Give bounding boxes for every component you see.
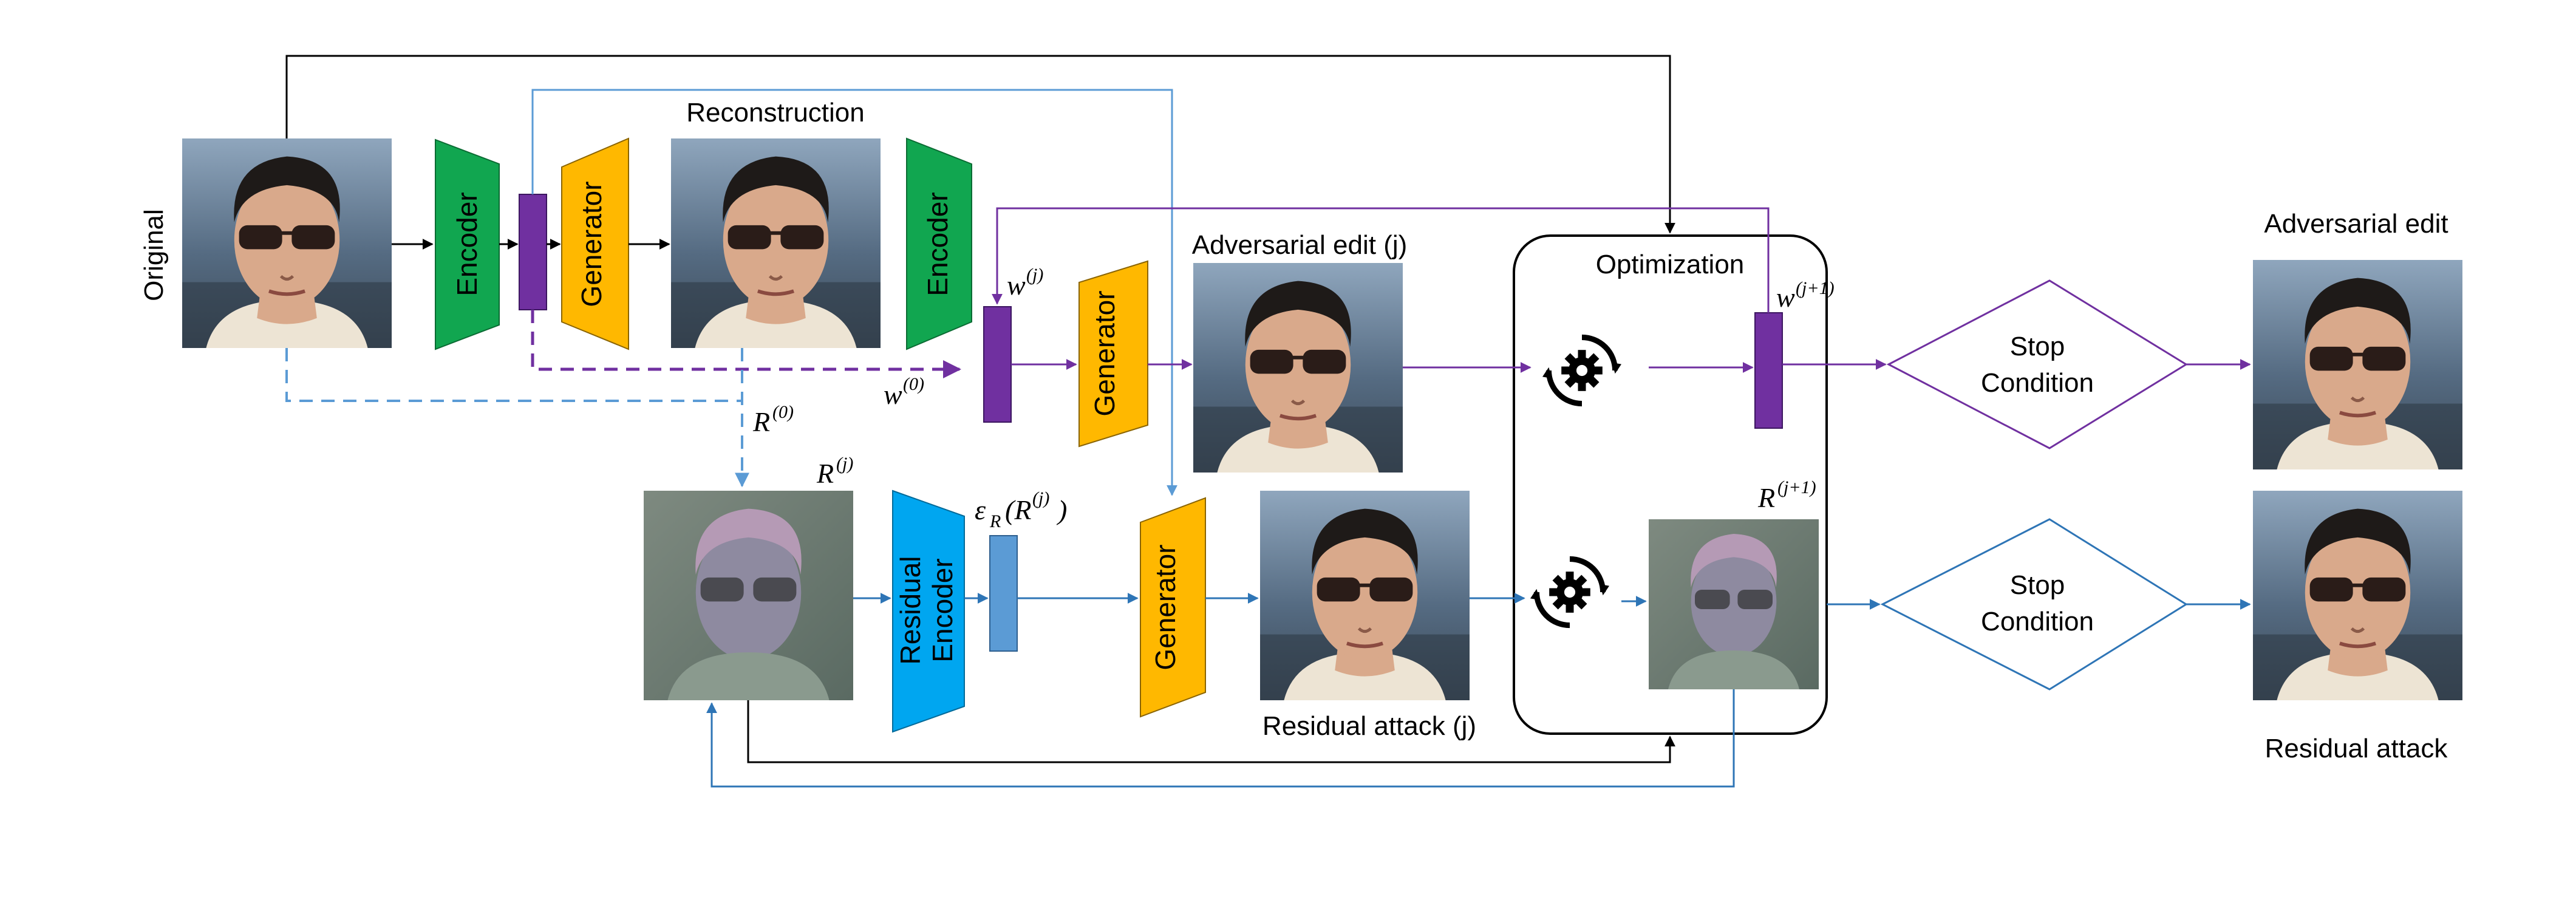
label-residual-attack: Residual attack [2265, 734, 2448, 763]
residual-attack-j-photo [1260, 491, 1470, 700]
wj-base: w [1007, 270, 1026, 301]
label-optimization: Optimization [1596, 250, 1745, 279]
generator-3-label: Generator [1150, 544, 1181, 670]
latent-vector-1 [519, 194, 547, 310]
stop-condition-bottom [1880, 518, 2188, 691]
r0-base: R [752, 406, 770, 437]
er-base: ε [975, 494, 986, 525]
residual-attack-photo [2253, 491, 2462, 700]
r0-sup: (0) [772, 402, 794, 422]
er-arg: (R [1005, 494, 1031, 525]
encoder-1-label: Encoder [451, 192, 483, 296]
wj1-base: w [1776, 282, 1795, 313]
adversarial-edit-photo [2253, 260, 2462, 469]
er-arg-sup: (j) [1032, 488, 1049, 508]
wj-sup: (j) [1026, 265, 1043, 285]
arrow-r0-dashed [285, 348, 742, 402]
latent-vector-wj1 [1754, 312, 1783, 429]
wj1-sup: (j+1) [1796, 278, 1835, 298]
stop-bottom-line2: Condition [1981, 607, 2094, 636]
label-original: Original [139, 209, 169, 301]
stop-top-line1: Stop [2010, 332, 2065, 361]
residual-latent-vector [989, 535, 1018, 652]
adversarial-edit-j-photo [1193, 263, 1403, 473]
optimizer-gear-icon-bottom [1530, 559, 1609, 625]
encoder-2-label: Encoder [922, 192, 953, 296]
optimizer-gear-icon-top [1542, 337, 1621, 403]
residual-j-photo [644, 491, 853, 700]
generator-2-label: Generator [1089, 290, 1120, 416]
arrow-original-to-optimization [285, 55, 1675, 234]
stop-condition-top [1886, 279, 2188, 449]
w0-base: w [884, 379, 902, 410]
connectors [285, 55, 2251, 788]
generator-block-1 [561, 137, 629, 350]
rj1-base: R [1757, 482, 1775, 513]
arrow-rj1-feedback [706, 689, 1735, 788]
residual-encoder-label-2: Encoder [927, 558, 958, 662]
residual-encoder-label-1: Residual [894, 556, 926, 665]
arrow-wj1-feedback [992, 207, 1770, 313]
arrow-residual-to-optimization [747, 700, 1675, 763]
stop-top-line2: Condition [1981, 368, 2094, 398]
label-reconstruction: Reconstruction [686, 98, 864, 128]
stop-bottom-line1: Stop [2010, 570, 2065, 600]
residual-encoder-block [892, 490, 965, 733]
generator-1-label: Generator [576, 181, 607, 307]
label-adversarial-edit-j: Adversarial edit (j) [1192, 230, 1408, 260]
latent-vector-wj [983, 306, 1012, 423]
encoder-block-1 [435, 138, 500, 350]
label-adversarial-edit: Adversarial edit [2264, 209, 2448, 239]
reconstruction-photo [671, 138, 881, 348]
er-label: ε R (R (j) ) [975, 488, 1067, 531]
optimization-box [1513, 234, 1828, 735]
rj-base: R [816, 458, 834, 489]
rj1-sup: (j+1) [1777, 477, 1816, 497]
residual-j1-photo [1649, 519, 1819, 689]
encoder-block-2 [906, 137, 972, 350]
label-residual-attack-j: Residual attack (j) [1262, 711, 1476, 741]
original-photo [182, 138, 392, 348]
arrow-latent1-to-generator3 [531, 89, 1177, 496]
generator-block-2 [1078, 260, 1148, 448]
er-sub: R [989, 511, 1001, 531]
generator-block-3 [1140, 497, 1206, 718]
er-close: ) [1056, 494, 1067, 525]
rj-sup: (j) [836, 454, 853, 474]
w0-sup: (0) [903, 374, 924, 394]
